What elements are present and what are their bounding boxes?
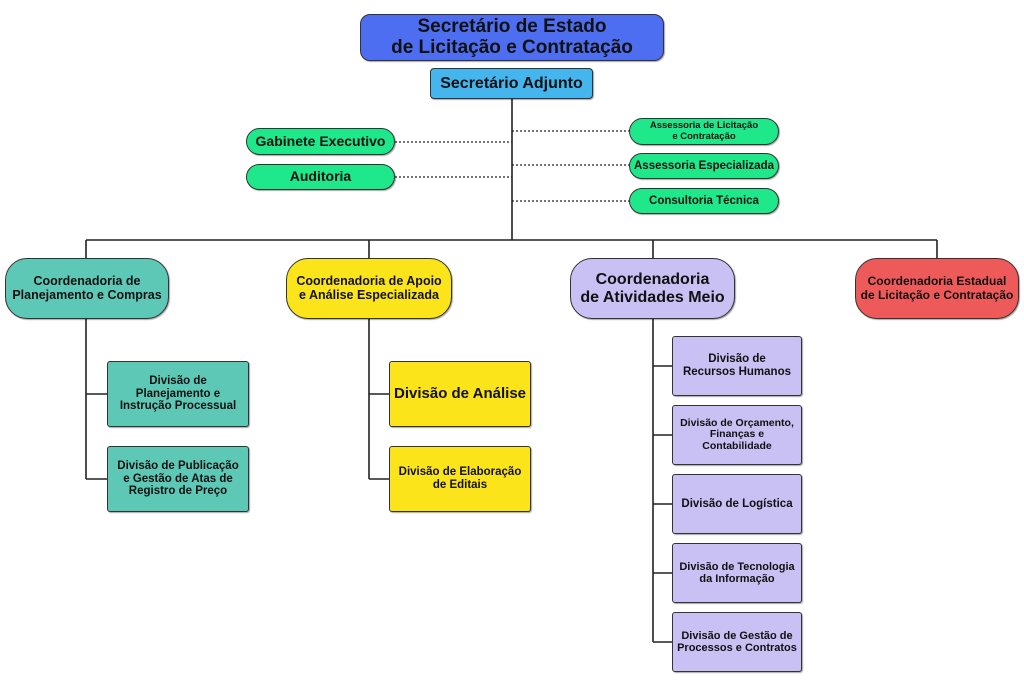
coord-meio-node: Coordenadoria de Atividades Meio [570,258,735,319]
division-publicacao-atas-label: Divisão de Publicação e Gestão de Atas d… [117,460,239,498]
advisory-licitacao-label: Assessoria de Licitação e Contratação [649,120,759,142]
division-planejamento-instrucao-label: Divisão de Planejamento e Instrução Proc… [119,375,237,413]
advisory-gabinete-node: Gabinete Executivo [246,128,395,155]
division-tecnologia-label: Divisão de Tecnologia da Informação [679,560,795,585]
coord-planejamento-label: Coordenadoria de Planejamento e Compras [12,273,162,302]
coord-apoio-label: Coordenadoria de Apoio e Análise Especia… [296,273,442,302]
division-analise-label: Divisão de Análise [394,384,526,402]
division-editais-label: Divisão de Elaboração de Editais [398,466,522,491]
advisory-auditoria-node: Auditoria [246,164,395,190]
adjunct-node: Secretário Adjunto [430,68,593,99]
division-analise-node: Divisão de Análise [389,361,531,427]
secretary-node: Secretário de Estado de Licitação e Cont… [360,14,664,61]
adjunct-label: Secretário Adjunto [440,74,583,92]
division-logistica-node: Divisão de Logística [672,474,802,534]
division-tecnologia-node: Divisão de Tecnologia da Informação [672,543,802,603]
advisory-especializada-node: Assessoria Especializada [629,153,779,179]
division-recursos-humanos-label: Divisão de Recursos Humanos [682,353,791,378]
division-orcamento-node: Divisão de Orçamento, Finanças e Contabi… [672,405,802,465]
secretary-label: Secretário de Estado de Licitação e Cont… [391,15,633,58]
division-logistica-label: Divisão de Logística [681,497,793,510]
division-planejamento-instrucao-node: Divisão de Planejamento e Instrução Proc… [107,361,249,427]
advisory-licitacao-node: Assessoria de Licitação e Contratação [629,118,779,145]
division-processos-contratos-label: Divisão de Gestão de Processos e Contrat… [677,629,797,654]
advisory-especializada-label: Assessoria Especializada [634,159,774,172]
coord-meio-label: Coordenadoria de Atividades Meio [580,270,725,306]
coord-estadual-label: Coordenadoria Estadual de Licitação e Co… [860,274,1014,302]
division-orcamento-label: Divisão de Orçamento, Finanças e Contabi… [680,416,794,452]
division-publicacao-atas-node: Divisão de Publicação e Gestão de Atas d… [107,446,249,512]
advisory-consultoria-node: Consultoria Técnica [629,188,779,214]
coord-apoio-node: Coordenadoria de Apoio e Análise Especia… [286,258,452,319]
advisory-consultoria-label: Consultoria Técnica [649,194,759,207]
division-recursos-humanos-node: Divisão de Recursos Humanos [672,336,802,396]
division-processos-contratos-node: Divisão de Gestão de Processos e Contrat… [672,612,802,672]
coord-planejamento-node: Coordenadoria de Planejamento e Compras [5,258,169,319]
advisory-gabinete-label: Gabinete Executivo [255,132,386,149]
division-editais-node: Divisão de Elaboração de Editais [389,446,531,512]
advisory-auditoria-label: Auditoria [289,168,352,185]
coord-estadual-node: Coordenadoria Estadual de Licitação e Co… [855,258,1019,319]
